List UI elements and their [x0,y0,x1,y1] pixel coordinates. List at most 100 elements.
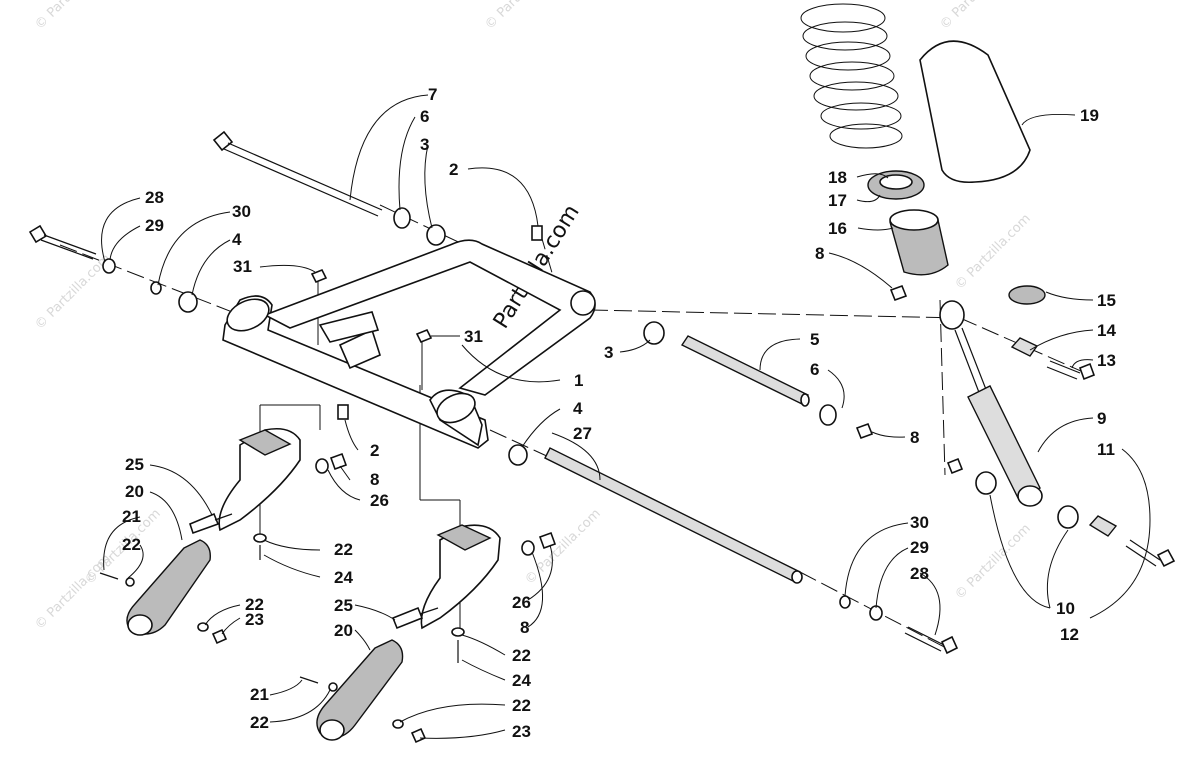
callout-20: 20 [125,482,144,501]
nut [855,422,874,440]
callout-8: 8 [815,244,824,263]
bolt-shock-bottom [1125,539,1176,568]
callout-1: 1 [574,371,583,390]
bushing [508,444,528,466]
callout-22: 22 [250,713,269,732]
callout-29: 29 [145,216,164,235]
a-arm-frame [222,239,596,449]
watermark: © Partzilla.com [937,0,1019,33]
nut [889,284,908,302]
spacer [1010,337,1039,357]
callout-31: 31 [464,327,483,346]
grease-fitting [531,225,543,241]
callouts: 7 6 3 2 28 29 30 4 31 31 1 3 5 6 4 27 8 … [122,85,1116,741]
callout-3: 3 [420,135,429,154]
callout-20: 20 [334,621,353,640]
leader-lines [101,94,1151,739]
right-arm [299,524,557,744]
nut [415,328,433,344]
watermark: © Partzilla.com [32,551,114,633]
washer [150,281,162,295]
bushing [819,404,837,426]
callout-10: 10 [1056,599,1075,618]
bushing [643,321,665,345]
coil-spring [800,3,903,149]
callout-4: 4 [232,230,242,249]
bushing [393,207,411,229]
callout-4: 4 [573,399,583,418]
callout-25: 25 [125,455,144,474]
callout-22: 22 [334,540,353,559]
long-bolt [212,130,383,217]
bolt-left [28,224,97,260]
callout-31: 31 [233,257,252,276]
threaded-sleeve [889,209,949,276]
callout-24: 24 [512,671,531,690]
callout-5: 5 [810,330,819,349]
callout-27: 27 [573,424,592,443]
parts-artwork [28,3,1176,744]
nut [946,457,964,475]
callout-8: 8 [910,428,919,447]
callout-7: 7 [428,85,437,104]
callout-11: 11 [1097,440,1115,459]
watermark: © Partzilla.com [952,521,1034,603]
callout-25: 25 [334,596,353,615]
grease-fitting [337,404,349,420]
callout-21: 21 [250,685,269,704]
nut [310,268,328,284]
callout-21: 21 [122,507,141,526]
callout-6: 6 [810,360,819,379]
callout-15: 15 [1097,291,1116,310]
watermark: © Partzilla.com [32,0,114,33]
callout-9: 9 [1097,409,1106,428]
bushing [975,471,997,495]
callout-26: 26 [370,491,389,510]
washer [869,605,883,621]
spring-spacer [1008,285,1046,305]
callout-18: 18 [828,168,847,187]
callout-2: 2 [449,160,458,179]
callout-3: 3 [604,343,613,362]
bolt-right-lower [904,626,959,655]
callout-30: 30 [910,513,929,532]
callout-12: 12 [1060,625,1079,644]
callout-22: 22 [512,646,531,665]
left-arm [99,427,348,645]
callout-2: 2 [370,441,379,460]
callout-24: 24 [334,568,353,587]
callout-26: 26 [512,593,531,612]
callout-29: 29 [910,538,929,557]
callout-8: 8 [520,618,529,637]
callout-28: 28 [145,188,164,207]
pivot-shaft-long [544,447,803,584]
washer [102,258,116,274]
bushing [178,291,198,313]
callout-6: 6 [420,107,429,126]
watermark: © Partzilla.com [482,0,564,33]
shock-boot [919,40,1031,184]
callout-14: 14 [1097,321,1116,340]
watermark: © Partzilla.com [952,211,1034,293]
callout-30: 30 [232,202,251,221]
bushing [426,224,446,246]
callout-22: 22 [245,595,264,614]
callout-19: 19 [1080,106,1099,125]
callout-17: 17 [828,191,847,210]
callout-22: 22 [512,696,531,715]
callout-8: 8 [370,470,379,489]
bolt-shock-top [1046,360,1096,381]
spacer [1088,515,1118,537]
callout-22: 22 [122,535,141,554]
callout-23: 23 [245,610,264,629]
callout-23: 23 [512,722,531,741]
bushing [1057,505,1079,529]
callout-13: 13 [1097,351,1116,370]
callout-28: 28 [910,564,929,583]
shock-absorber [939,300,1043,507]
pivot-shaft [680,335,810,407]
watermark: © Partzilla.com [32,251,114,333]
washer [839,595,851,609]
callout-16: 16 [828,219,847,238]
